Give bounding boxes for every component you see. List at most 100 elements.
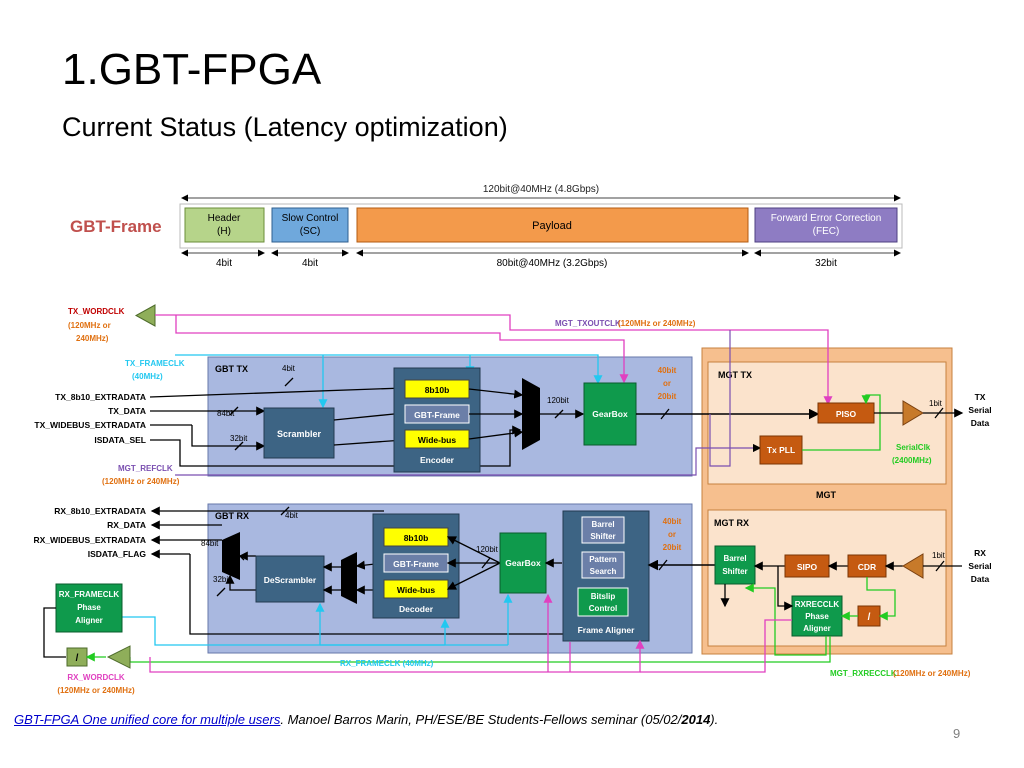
rx-frameclk-phase-aligner	[55, 583, 123, 633]
tx-w-84bit: 84bit	[217, 409, 235, 418]
rx-frameclk-aligner-3: Aligner	[75, 616, 103, 625]
encoder-label: Encoder	[420, 455, 455, 465]
gbt-frame-label: GBT-Frame	[70, 217, 162, 236]
decoder-gbt-frame-label: GBT-Frame	[393, 559, 439, 569]
rx-wordclk-rate: (120MHz or 240MHz)	[57, 686, 135, 695]
fec-abbr: (FEC)	[813, 226, 840, 237]
rx-gear-rate-2: or	[668, 530, 676, 539]
slow-control-width: 4bit	[302, 258, 318, 269]
fa-barrel-shifter	[581, 516, 625, 544]
fa-bitslip-2: Control	[589, 604, 617, 613]
tx-gear-rate-3: 20bit	[658, 392, 677, 401]
fa-bitslip-control	[577, 587, 629, 617]
descrambler-label: DeScrambler	[264, 575, 317, 585]
decoder-8b10b-label: 8b10b	[404, 533, 429, 543]
tx-gearbox	[583, 382, 637, 446]
rx-frameclk-label: RX_FRAMECLK (40MHz)	[340, 659, 434, 668]
footer-citation: GBT-FPGA One unified core for multiple u…	[14, 712, 718, 727]
frame-field-slow-control	[271, 207, 349, 243]
rx-output-isdata-flag: ISDATA_FLAG	[88, 549, 147, 559]
frame-field-fec	[754, 207, 898, 243]
mgt-tx-title: MGT TX	[718, 370, 752, 380]
mgt-rxrecclk-rate: (120MHz or 240MHz)	[893, 669, 971, 678]
rx-w-32bit: 32bit	[213, 575, 231, 584]
fa-barrel-2: Shifter	[590, 532, 615, 541]
tx-wordclk-rate-1: (120MHz or	[68, 321, 111, 330]
slide-title: 1.GBT-FPGA	[62, 45, 322, 94]
tx-serial-2: Serial	[968, 405, 991, 415]
encoder-8b10b-label: 8b10b	[425, 385, 450, 395]
gbt-rx-title: GBT RX	[215, 511, 249, 521]
fa-pattern-search	[581, 551, 625, 579]
sipo-label: SIPO	[797, 562, 818, 572]
mgt-title: MGT	[816, 490, 836, 500]
rx-w-1bit: 1bit	[932, 551, 946, 560]
serialclk-rate: (2400MHz)	[892, 456, 932, 465]
tx-input-8b10-extradata: TX_8b10_EXTRADATA	[55, 392, 146, 402]
tx-serial-3: Data	[971, 418, 990, 428]
tx-wordclk-buffer	[134, 304, 156, 327]
header-abbr: (H)	[217, 226, 231, 237]
mgt-txoutclk-label: MGT_TXOUTCLK	[555, 319, 621, 328]
mgt-barrel-shifter	[714, 545, 756, 585]
mgt-rxrecclk-label: MGT_RXRECCLK	[830, 669, 897, 678]
mgt-barrel-1: Barrel	[723, 554, 746, 563]
rxrecclk-1: RXRECCLK	[795, 600, 840, 609]
gbt-tx-title: GBT TX	[215, 364, 248, 374]
page-number: 9	[953, 726, 961, 741]
frame-field-payload	[356, 207, 749, 243]
header-width: 4bit	[216, 258, 232, 269]
footer-link[interactable]: GBT-FPGA One unified core for multiple u…	[14, 712, 281, 727]
rx-output-data: RX_DATA	[107, 520, 146, 530]
scrambler-block	[263, 407, 335, 459]
mgt-refclk-rate: (120MHz or 240MHz)	[102, 477, 180, 486]
rx-frameclk-aligner-2: Phase	[77, 603, 101, 612]
tx-gear-rate-1: 40bit	[658, 366, 677, 375]
tx-wordclk-label: TX_WORDCLK	[68, 307, 125, 316]
tx-pll-block	[759, 435, 803, 465]
mgt-divider-label: /	[868, 612, 871, 623]
fa-barrel-1: Barrel	[591, 520, 614, 529]
serialclk-label: SerialClk	[896, 443, 931, 452]
tx-frameclk-label: TX_FRAMECLK	[125, 359, 185, 368]
tx-w-120bit: 120bit	[547, 396, 570, 405]
rx-frameclk-aligner-1: RX_FRAMECLK	[59, 590, 120, 599]
mgt-txoutclk-rate: (120MHz or 240MHz)	[618, 319, 696, 328]
fa-pattern-1: Pattern	[589, 555, 617, 564]
rx-wordclk-buffer	[106, 645, 131, 669]
tx-input-isdata-sel: ISDATA_SEL	[94, 435, 146, 445]
slow-control-name: Slow Control	[282, 213, 339, 224]
tx-mux	[522, 378, 540, 450]
rx-serial-2: Serial	[968, 561, 991, 571]
fa-bitslip-1: Bitslip	[591, 592, 616, 601]
fa-pattern-2: Search	[590, 567, 617, 576]
decoder-widebus-label: Wide-bus	[397, 585, 435, 595]
tx-frameclk-rate: (40MHz)	[132, 372, 163, 381]
cdr-label: CDR	[858, 562, 876, 572]
encoder-gbt-frame-label: GBT-Frame	[414, 410, 460, 420]
frame-aligner-label: Frame Aligner	[578, 625, 636, 635]
frame-total-width: 120bit@40MHz (4.8Gbps)	[483, 184, 599, 195]
rxrecclk-phase-aligner	[791, 595, 843, 637]
mgt-refclk-label: MGT_REFCLK	[118, 464, 173, 473]
rx-gearbox	[499, 532, 547, 594]
tx-input-data: TX_DATA	[108, 406, 146, 416]
rx-w-84bit: 84bit	[201, 539, 219, 548]
tx-serial-1: TX	[975, 392, 986, 402]
slow-control-abbr: (SC)	[300, 226, 321, 237]
tx-output-buffer	[902, 400, 924, 426]
decoder-label: Decoder	[399, 604, 434, 614]
rx-descrambler-mux	[341, 552, 357, 604]
rxrecclk-3: Aligner	[803, 624, 831, 633]
footer-year: 2014	[681, 712, 711, 727]
descrambler-block	[255, 555, 325, 603]
rx-serial-3: Data	[971, 574, 990, 584]
footer-text-1: . Manoel Barros Marin, PH/ESE/BE Student…	[280, 712, 682, 727]
rx-output-8b10-extradata: RX_8b10_EXTRADATA	[54, 506, 146, 516]
rx-output-mux	[222, 532, 240, 580]
payload-name: Payload	[532, 220, 572, 232]
tx-wordclk-rate-2: 240MHz)	[76, 334, 109, 343]
rx-output-widebus-extradata: RX_WIDEBUS_EXTRADATA	[33, 535, 146, 545]
gbt-frame: GBT-Frame 120bit@40MHz (4.8Gbps) Header …	[70, 184, 903, 269]
tx-gear-rate-2: or	[663, 379, 671, 388]
